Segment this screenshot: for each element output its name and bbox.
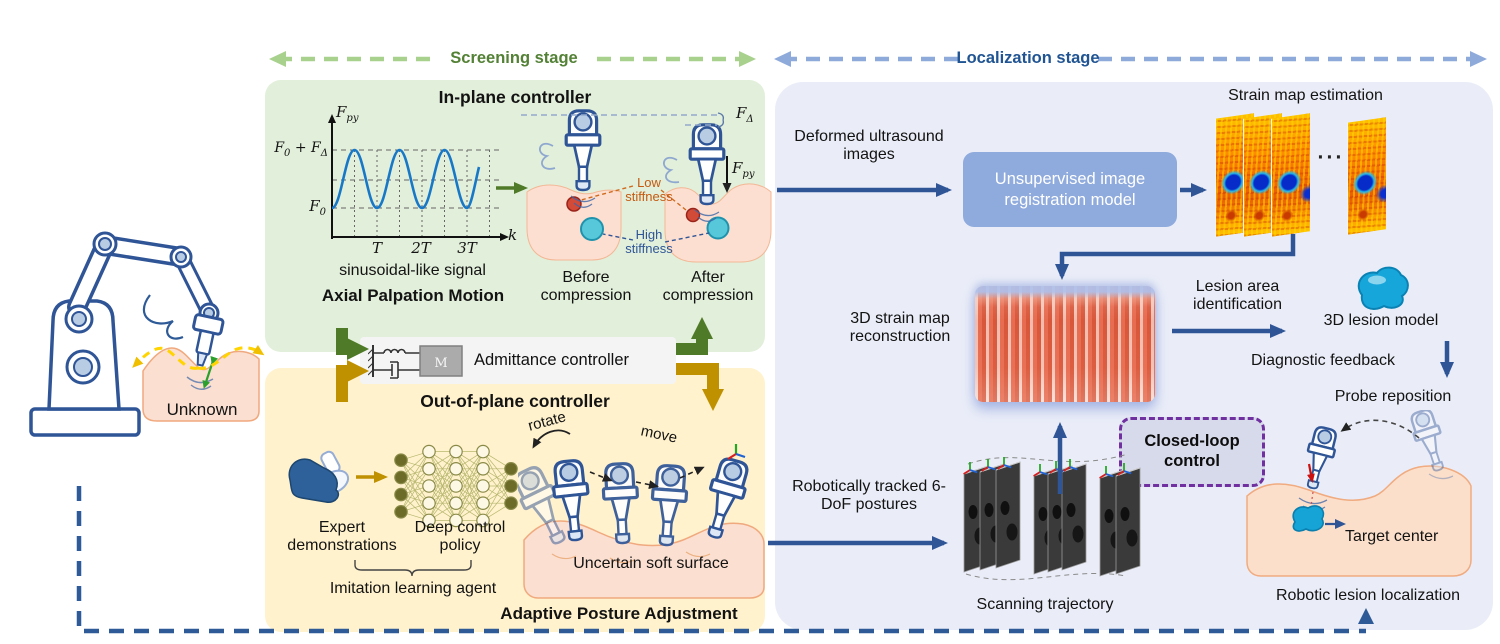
posture-adjust-scene (518, 429, 765, 599)
localization-stage-label: Localization stage (956, 49, 1100, 67)
diagnostic-feedback-label: Diagnostic feedback (1250, 352, 1396, 369)
compression-waves (570, 195, 720, 222)
y-max-sub: 0 (284, 147, 291, 159)
adaptive-posture-title: Adaptive Posture Adjustment (500, 604, 738, 623)
rotate-arc (532, 429, 571, 449)
robot-arm-scene (29, 231, 265, 437)
uncertain-surface-label: Uncertain soft surface (573, 555, 729, 572)
closed-loop-label: Closed-loop control (1144, 432, 1240, 470)
lesion-low-stiffness (685, 207, 701, 223)
palpation-signal-plot (328, 114, 509, 241)
f-delta-brace (717, 112, 725, 128)
strain-map-tile (1347, 117, 1386, 235)
imitation-agent-label: Imitation learning agent (329, 580, 497, 597)
expert-hand-icon (288, 450, 350, 503)
lesion-high-stiffness (706, 216, 730, 240)
reconstruction-label: 3D strain map reconstruction (849, 310, 951, 346)
probe-reposition-label: Probe reposition (1334, 388, 1452, 405)
y-max-base: F (274, 140, 285, 156)
lesion-model-3d-icon (1357, 266, 1409, 310)
f-py-label: Fpy (732, 159, 755, 181)
f-delta-label: FΔ (736, 104, 754, 126)
y-min-base: F (309, 197, 320, 215)
target-lesion (1292, 505, 1325, 532)
mass-label: M (434, 356, 447, 371)
high-stiffness-label: High stiffness (625, 227, 673, 257)
y-max-plus-sub: Δ (320, 147, 328, 159)
sinusoid-curve (331, 148, 481, 210)
move-arrows (589, 466, 705, 490)
imitation-brace (354, 560, 472, 577)
tick-2T: 2T (411, 239, 431, 257)
skin-before (526, 184, 622, 261)
scan-path-dashed (197, 344, 265, 370)
y-min-sub: 0 (319, 207, 326, 218)
low-stiffness-links (580, 185, 687, 211)
axial-palpation-title: Axial Palpation Motion (321, 286, 505, 305)
y-axis-sub: py (346, 113, 359, 124)
f-delta-reference-lines (521, 114, 717, 126)
high-stiffness-links (602, 232, 710, 243)
lesion-area-label: Lesion area identification (1193, 278, 1282, 314)
lesion-model-label: 3D lesion model (1323, 312, 1439, 329)
x-axis-label: k (508, 226, 518, 244)
y-max-plus: + F (290, 140, 321, 156)
y-min-label: F0 (296, 197, 326, 219)
lesion-high-stiffness (580, 217, 604, 241)
f-delta-base: F (736, 104, 747, 122)
scanning-trajectory-scene (962, 453, 1141, 581)
strain-estimation-label: Strain map estimation (1228, 87, 1383, 104)
registration-model-box: Unsupervised image registration model (963, 152, 1177, 227)
strain-map-tile (1271, 113, 1310, 237)
f-delta-sub: Δ (746, 114, 754, 125)
tick-3T: 3T (457, 239, 477, 257)
registration-model-label: Unsupervised image registration model (994, 169, 1146, 209)
lesion-low-stiffness (566, 196, 582, 212)
robot-arm-icon (29, 231, 225, 437)
scanning-trajectory-label: Scanning trajectory (976, 596, 1114, 613)
in-plane-title: In-plane controller (438, 87, 592, 107)
lesion-localization-scene (1246, 410, 1472, 577)
y-max-label: F0 + FΔ (258, 140, 328, 159)
skin-surface (1246, 465, 1472, 577)
before-compression-label: Before compression (540, 269, 632, 305)
low-stiffness-label: Low stiffness (625, 175, 673, 205)
deformed-images-label: Deformed ultrasound images (794, 128, 944, 164)
tracked-postures-label: Robotically tracked 6-DoF postures (792, 478, 946, 514)
tick-T: T (371, 239, 382, 257)
f-py-sub: py (742, 169, 755, 180)
expert-demos-label: Expert demonstrations (287, 519, 397, 555)
probe-axis-arrow (1306, 463, 1315, 483)
cable (539, 143, 556, 170)
unknown-label: Unknown (166, 400, 238, 419)
ellipsis: ··· (1317, 146, 1345, 169)
cable (663, 157, 680, 184)
admittance-controller-box: M Admittance controller (360, 337, 676, 384)
mass-spring-damper-icon: M (368, 344, 463, 379)
y-axis-base: F (336, 103, 347, 121)
after-compression-label: After compression (662, 269, 754, 305)
screening-stage-label: Screening stage (450, 49, 578, 67)
admittance-label: Admittance controller (474, 351, 629, 369)
robotic-localization-label: Robotic lesion localization (1275, 587, 1461, 604)
target-center-label: Target center (1345, 528, 1439, 545)
skin-surface (142, 347, 260, 422)
strain-volume-3d (975, 286, 1155, 402)
f-py-base: F (732, 159, 743, 177)
deep-policy-label: Deep control policy (414, 519, 506, 555)
closed-loop-control-box: Closed-loop control (1119, 417, 1265, 487)
cable (142, 294, 184, 340)
compression-scene (521, 109, 772, 263)
y-axis-label: Fpy (336, 103, 359, 125)
reposition-arc (1340, 419, 1420, 439)
out-of-plane-title: Out-of-plane controller (420, 391, 610, 411)
signal-caption: sinusoidal-like signal (339, 262, 486, 279)
